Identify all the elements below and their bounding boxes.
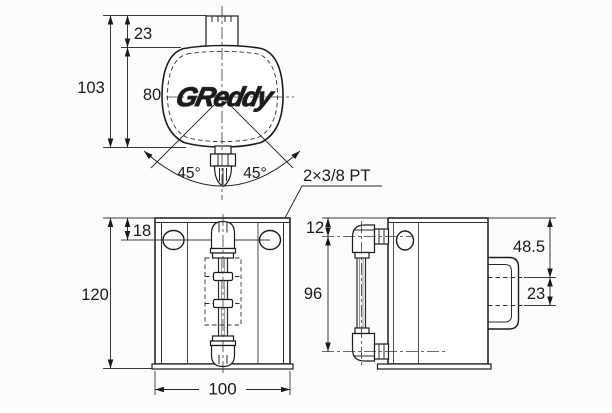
dim-upper-label: 48.5 (513, 238, 545, 256)
sight-tube-side (351, 224, 390, 362)
side-port-hole (395, 230, 415, 251)
tank-body-inner-dashed (167, 50, 278, 143)
elbow-fitting-bottom (351, 332, 376, 362)
angle-left-label: 45° (177, 165, 200, 182)
dim-fitting-offset-label: 12 (306, 219, 324, 237)
side-view: 12 96 48.5 23 (304, 217, 556, 370)
front-view-dimensions: 120 18 100 (81, 217, 291, 399)
dim-lower-label: 23 (527, 285, 545, 303)
side-bottom-plate (376, 363, 492, 370)
dim-cap-height-label: 23 (134, 25, 152, 43)
side-view-dimensions: 12 96 48.5 23 (304, 217, 556, 352)
dim-body-height-label: 80 (143, 86, 161, 104)
top-view: 45° 45° GReddy 103 23 80 (77, 6, 301, 200)
dim-overall-height-label: 103 (77, 79, 105, 97)
angle-dimension: 45° 45° (143, 96, 301, 187)
greddy-logo: GReddy (173, 81, 277, 112)
cap-knurl-ticks (211, 16, 232, 22)
drain-fitting (209, 145, 237, 188)
elbow-fitting-top (351, 224, 376, 254)
dim-fitting-span-label: 96 (304, 285, 322, 303)
dim-port-offset-label: 18 (133, 222, 151, 240)
mounting-bracket (488, 256, 520, 330)
port-callout: 2×3/8 PT (277, 167, 382, 233)
top-view-dimensions: 103 23 80 (77, 15, 207, 148)
front-view: 120 18 100 (81, 214, 294, 399)
dim-width-label: 100 (208, 380, 236, 399)
tank-body-outline (161, 44, 284, 148)
port-callout-label: 2×3/8 PT (303, 167, 370, 185)
dim-height-label: 120 (81, 286, 109, 304)
angle-right-label: 45° (243, 165, 266, 182)
